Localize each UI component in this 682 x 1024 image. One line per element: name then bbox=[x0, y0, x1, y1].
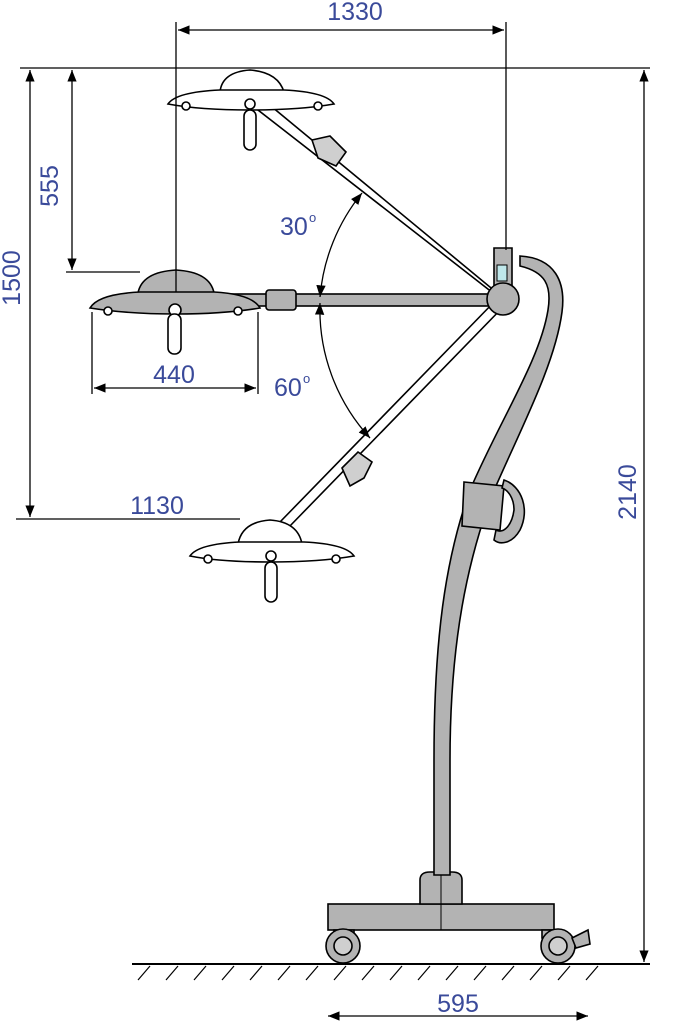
mobile-base bbox=[325, 871, 591, 964]
dimension-lines bbox=[16, 22, 650, 1021]
curved-column bbox=[433, 247, 564, 876]
angle-upper-value: 30 bbox=[280, 213, 308, 241]
upper-arm bbox=[256, 100, 503, 301]
label-vertical-range: 1500 bbox=[0, 250, 26, 306]
label-angle-upper: 30 o bbox=[280, 210, 316, 241]
label-vertical-offset: 555 bbox=[36, 165, 64, 207]
lamp-head-bottom bbox=[188, 519, 356, 603]
wheel-right bbox=[540, 928, 591, 964]
lamp-head-top bbox=[166, 69, 336, 151]
lamp-head-middle bbox=[88, 269, 262, 355]
degree-symbol-lower: o bbox=[303, 371, 310, 386]
dimension-labels: 1330 555 1500 440 1130 2140 595 30 o 60 … bbox=[0, 0, 642, 1018]
label-base-width: 595 bbox=[437, 990, 479, 1018]
horizontal-arm bbox=[227, 289, 503, 311]
label-total-height: 2140 bbox=[614, 464, 642, 520]
label-angle-lower: 60 o bbox=[274, 371, 310, 402]
label-head-diameter: 440 bbox=[153, 361, 195, 389]
angle-lower-value: 60 bbox=[274, 374, 302, 402]
label-reach-horizontal: 1330 bbox=[327, 0, 383, 26]
pivot-joint bbox=[486, 282, 520, 316]
wheel-left bbox=[325, 928, 361, 964]
label-lowest-height: 1130 bbox=[130, 492, 184, 520]
degree-symbol-upper: o bbox=[309, 210, 316, 225]
floor bbox=[132, 963, 650, 981]
